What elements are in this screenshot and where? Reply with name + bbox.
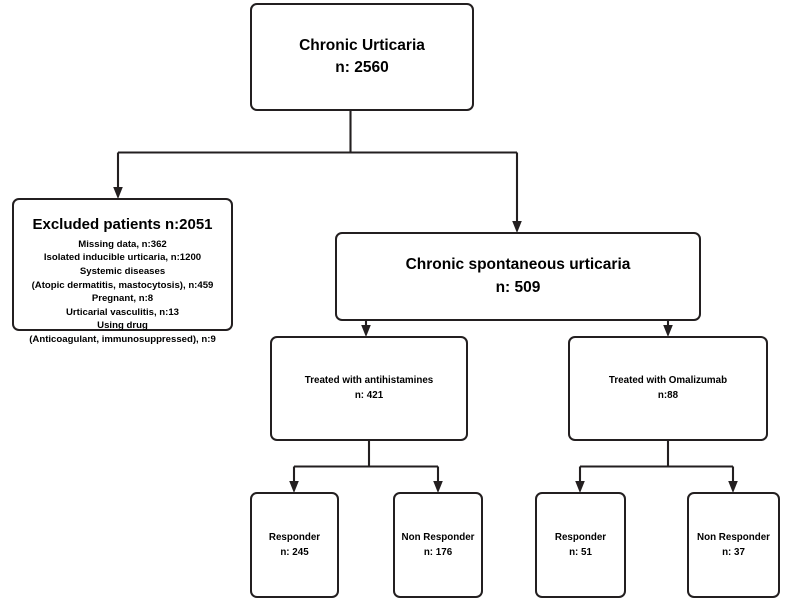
node-excluded-reason-systemic-diseases-detail: (Atopic dermatitis, mastocytosis), n:459 bbox=[31, 279, 214, 291]
node-chronic-spontaneous-urticaria-count: n: 509 bbox=[495, 278, 541, 296]
node-excluded-reason-using-drug-detail: (Anticoagulant, immunosuppressed), n:9 bbox=[29, 334, 216, 346]
node-treated-with-antihistamines-label: Treated with antihistamines bbox=[304, 374, 434, 386]
node-non-responder-antihistamines-label: Non Responder bbox=[401, 531, 475, 543]
node-responder-antihistamines-count: n: 245 bbox=[280, 547, 309, 558]
arrowhead-omalizumab bbox=[663, 325, 673, 337]
node-excluded-reason-using-drug: Using drug bbox=[97, 320, 148, 332]
node-non-responder-antihistamines: Non Responder n: 176 bbox=[393, 492, 483, 598]
node-excluded-reason-systemic-diseases: Systemic diseases bbox=[79, 265, 166, 277]
node-treated-with-omalizumab-label: Treated with Omalizumab bbox=[608, 374, 728, 386]
node-responder-omalizumab-count: n: 51 bbox=[569, 547, 592, 558]
node-responder-omalizumab: Responder n: 51 bbox=[535, 492, 626, 598]
node-responder-antihistamines-label: Responder bbox=[268, 531, 321, 543]
node-non-responder-omalizumab-label: Non Responder bbox=[697, 531, 770, 543]
node-chronic-urticaria: Chronic Urticaria n: 2560 bbox=[250, 3, 474, 111]
node-excluded-reason-missing-data: Missing data, n:362 bbox=[78, 238, 167, 250]
node-treated-with-omalizumab-count: n:88 bbox=[657, 389, 679, 401]
arrowhead-responder-anti bbox=[289, 481, 299, 493]
node-chronic-urticaria-label: Chronic Urticaria bbox=[299, 36, 425, 54]
node-non-responder-antihistamines-count: n: 176 bbox=[423, 547, 453, 558]
node-treated-with-omalizumab: Treated with Omalizumab n:88 bbox=[568, 336, 768, 441]
node-excluded-reason-pregnant: Pregnant, n:8 bbox=[91, 293, 154, 305]
node-treated-with-antihistamines: Treated with antihistamines n: 421 bbox=[270, 336, 468, 441]
node-excluded-patients-title: Excluded patients n:2051 bbox=[32, 216, 213, 233]
node-responder-antihistamines: Responder n: 245 bbox=[250, 492, 339, 598]
arrowhead-antihistamines bbox=[361, 325, 371, 337]
arrowhead-csu bbox=[512, 221, 522, 233]
node-non-responder-omalizumab-count: n: 37 bbox=[722, 547, 745, 558]
node-non-responder-omalizumab: Non Responder n: 37 bbox=[687, 492, 780, 598]
node-excluded-reason-urticarial-vasculitis: Urticarial vasculitis, n:13 bbox=[65, 306, 180, 318]
node-chronic-spontaneous-urticaria: Chronic spontaneous urticaria n: 509 bbox=[335, 232, 701, 321]
node-excluded-patients: Excluded patients n:2051 Missing data, n… bbox=[12, 198, 233, 345]
arrowhead-responder-omal bbox=[575, 481, 585, 493]
node-excluded-reason-inducible-urticaria: Isolated inducible urticaria, n:1200 bbox=[43, 252, 202, 264]
node-responder-omalizumab-label: Responder bbox=[554, 531, 607, 543]
arrowhead-nonresponder-omal bbox=[728, 481, 738, 493]
arrowhead-nonresponder-anti bbox=[433, 481, 443, 493]
node-chronic-urticaria-count: n: 2560 bbox=[335, 59, 389, 76]
node-chronic-spontaneous-urticaria-label: Chronic spontaneous urticaria bbox=[405, 256, 631, 274]
node-treated-with-antihistamines-count: n: 421 bbox=[354, 389, 384, 401]
arrowhead-excluded bbox=[113, 187, 123, 199]
